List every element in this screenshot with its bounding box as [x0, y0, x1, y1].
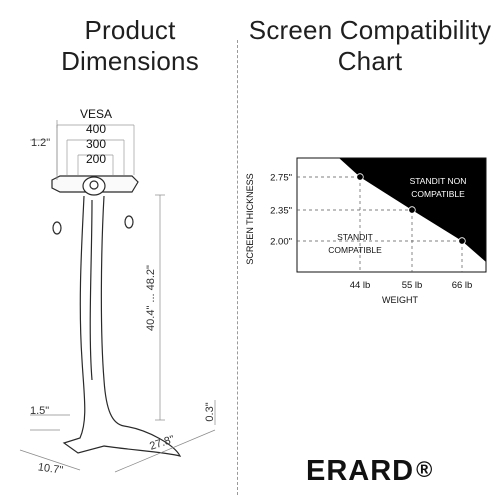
dimension-lines	[19, 120, 216, 473]
data-point	[408, 206, 416, 214]
y-tick-label: 2.75"	[270, 173, 292, 184]
base-depth-label: 10.7"	[37, 461, 64, 476]
data-point	[356, 173, 364, 181]
x-tick-label: 66 lb	[452, 280, 473, 291]
vesa-label: VESA	[80, 107, 112, 121]
registered-mark: ®	[416, 457, 434, 482]
data-point	[458, 237, 466, 245]
foot-height-label: 0.3"	[204, 402, 216, 421]
brand-name: ERARD	[306, 455, 415, 487]
non-compatible-label-line-1: STANDIT NON	[410, 176, 467, 186]
compatibility-chart-heading: Screen Compatibility Chart	[245, 15, 495, 77]
chart-plot-area: 44 lb 2.75" 55 lb 2.35" 66 lb 2.00"	[270, 157, 487, 291]
y-tick-label: 2.35"	[270, 206, 292, 217]
vesa-size-200: 200	[86, 152, 106, 166]
heading-line-2: Chart	[337, 46, 403, 76]
vesa-size-300: 300	[86, 137, 106, 151]
height-range-label: 40.4" ... 48.2"	[145, 265, 157, 331]
non-compatible-label-line-2: COMPATIBLE	[411, 189, 465, 199]
base-depth-offset-label: 1.5"	[30, 405, 49, 417]
erard-logo: ERARD®	[306, 455, 433, 488]
head-offset-label: 1.2"	[31, 137, 50, 149]
heading-line-1: Product	[84, 15, 176, 45]
heading-line-1: Screen Compatibility	[248, 15, 492, 45]
vesa-size-400: 400	[86, 122, 106, 136]
x-axis-label: WEIGHT	[382, 295, 418, 305]
x-tick-label: 55 lb	[402, 280, 423, 291]
y-tick-label: 2.00"	[270, 237, 292, 248]
compatible-label-line-2: COMPATIBLE	[328, 245, 382, 255]
chart-frame	[296, 157, 487, 273]
section-divider	[237, 40, 238, 495]
compatible-label-line-1: STANDIT	[337, 232, 373, 242]
y-axis-label: SCREEN THICKNESS	[245, 173, 255, 264]
heading-line-2: Dimensions	[61, 46, 199, 76]
product-dimensions-heading: Product Dimensions	[20, 15, 240, 77]
x-tick-label: 44 lb	[350, 280, 371, 291]
